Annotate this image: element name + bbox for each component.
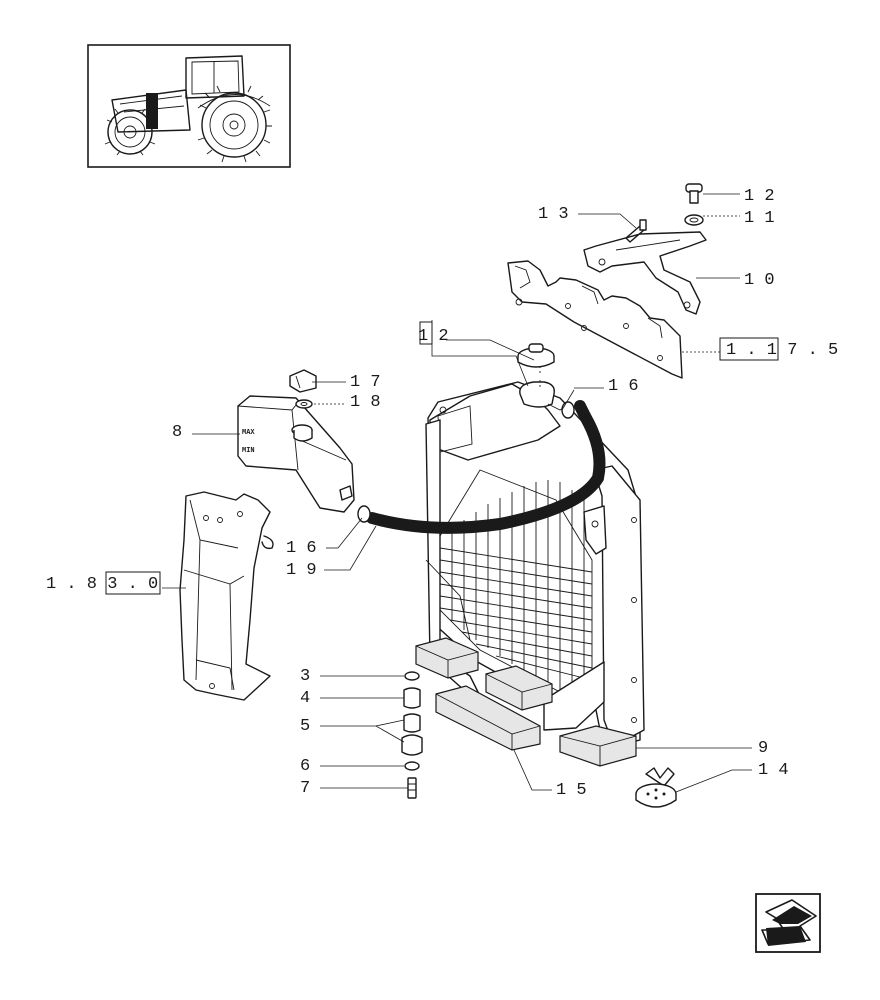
callout-14: 1 4 [758, 761, 789, 780]
callout-16-lower: 1 6 [286, 539, 317, 558]
tank-min-mark: MIN [242, 447, 255, 455]
reference-1175-label: 1 . 1 7 . 5 [726, 341, 838, 360]
callout-5: 5 [300, 717, 310, 736]
callout-12-cap: 1 2 [418, 327, 449, 346]
reference-1175[interactable]: 1 . 1 7 . 5 [719, 337, 838, 361]
drain-plug [635, 767, 677, 808]
callout-7: 7 [300, 779, 310, 798]
back-arrow-icon[interactable] [755, 893, 821, 953]
callout-6: 6 [300, 757, 310, 776]
reference-1830[interactable]: 1 . 8 3 . 0 [46, 571, 161, 595]
radiator-support-bracket [179, 491, 274, 701]
mounting-bracket [507, 183, 707, 379]
callout-8: 8 [172, 423, 182, 442]
reference-1830-label: 1 . 8 3 . 0 [46, 575, 158, 594]
callout-3: 3 [300, 667, 310, 686]
callout-9: 9 [758, 739, 768, 758]
expansion-tank: MAX MIN [237, 395, 355, 513]
callout-17: 1 7 [350, 373, 381, 392]
callout-12: 1 2 [744, 187, 775, 206]
callout-16-upper: 1 6 [608, 377, 639, 396]
radiator [425, 381, 645, 749]
callout-10: 1 0 [744, 271, 775, 290]
tank-cap [289, 369, 317, 409]
callout-15: 1 5 [556, 781, 587, 800]
tractor-thumbnail-icon[interactable] [87, 44, 291, 168]
rubber-pads [415, 637, 637, 767]
callout-19: 1 9 [286, 561, 317, 580]
fastener-stack [401, 671, 423, 799]
tank-max-mark: MAX [242, 429, 255, 437]
callout-11: 1 1 [744, 209, 775, 228]
callout-4: 4 [300, 689, 310, 708]
coolant-hose [357, 400, 606, 534]
callout-labels: 1 2 1 1 1 3 1 0 1 2 1 7 1 8 8 1 6 1 6 1 … [172, 187, 789, 800]
callout-13: 1 3 [538, 205, 569, 224]
callout-18: 1 8 [350, 393, 381, 412]
